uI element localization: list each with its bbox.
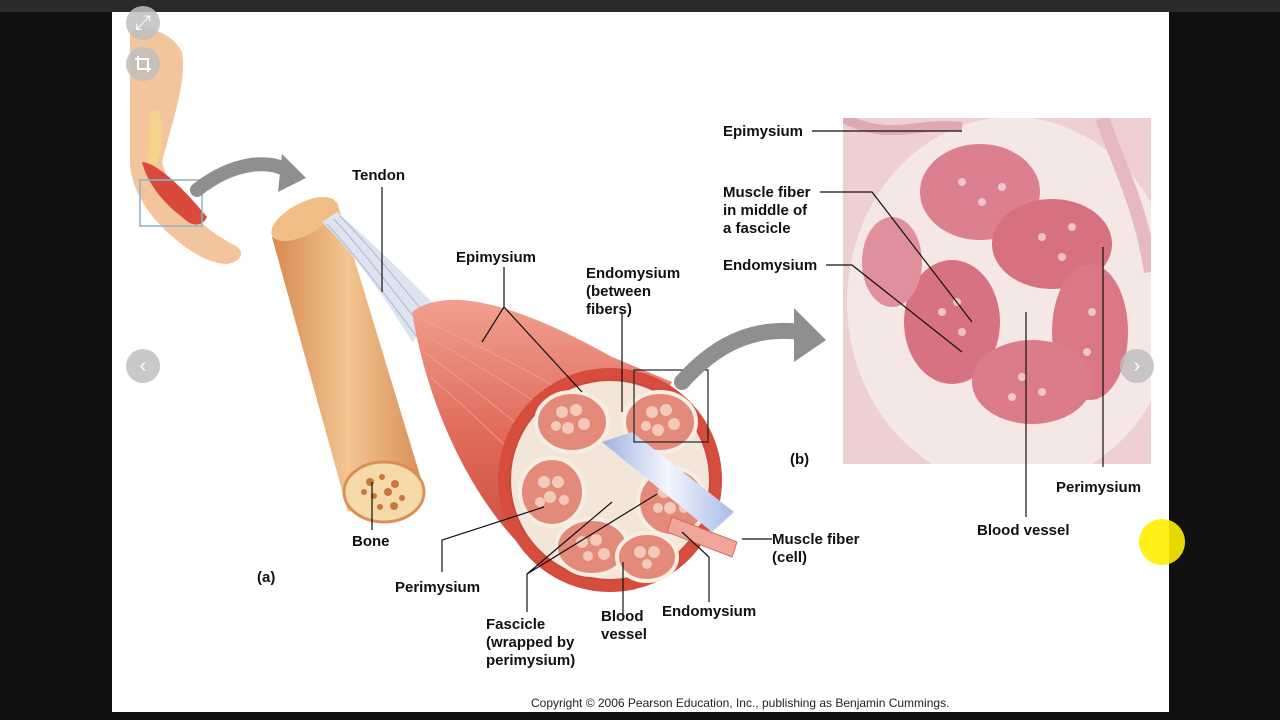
label-blood-vessel-b: Blood vessel [977,522,1070,539]
label-epimysium-a: Epimysium [456,249,537,266]
label-endomysium-a: Endomysium [662,603,757,620]
chevron-left-icon: ‹ [139,354,147,377]
panel-b-label: (b) [790,451,810,468]
crop-icon [135,56,151,72]
label-epimysium-b: Epimysium [723,123,804,140]
cursor-highlight [1139,519,1185,565]
copyright-text: Copyright © 2006 Pearson Education, Inc.… [531,696,950,710]
arm-illustration [130,28,242,265]
zoom-box [633,369,709,443]
label-perimysium-a: Perimysium [395,579,481,596]
label-tendon: Tendon [352,167,406,184]
next-button[interactable]: › [1120,349,1154,383]
muscle-fiber-illustration [666,516,738,558]
label-perimysium-b: Perimysium [1056,479,1142,496]
label-endomysium-b: Endomysium [723,257,818,274]
zoom-arrow-b [674,322,810,390]
label-fascicle: Fascicle (wrapped by perimysium) [486,616,576,669]
label-muscle-fiber-cell: Muscle fiber (cell) [772,531,860,566]
crop-button[interactable] [126,47,160,81]
viewer-top-bar [0,0,1280,12]
leader-lines [371,130,1104,614]
muscle-structure-diagram [130,28,1151,614]
chevron-right-icon: › [1133,354,1141,377]
blood-vessel-illustration [602,432,734,532]
slide: Tendon Epimysium Endomysium (between fib… [112,12,1185,712]
muscle-cross-section [498,368,738,592]
label-muscle-fiber-middle-fascicle: Muscle fiber in middle of a fascicle [723,184,811,237]
histology-micrograph [843,118,1151,464]
zoom-arrow-a [190,157,299,197]
expand-button[interactable]: ⤢ [126,6,160,40]
panel-a-label: (a) [257,569,276,586]
label-endomysium-between-fibers: Endomysium (between fibers) [586,265,681,318]
label-blood-vessel-a: Blood vessel [601,608,647,643]
label-bone: Bone [352,533,390,550]
expand-icon: ⤢ [135,11,151,34]
previous-button[interactable]: ‹ [126,349,160,383]
